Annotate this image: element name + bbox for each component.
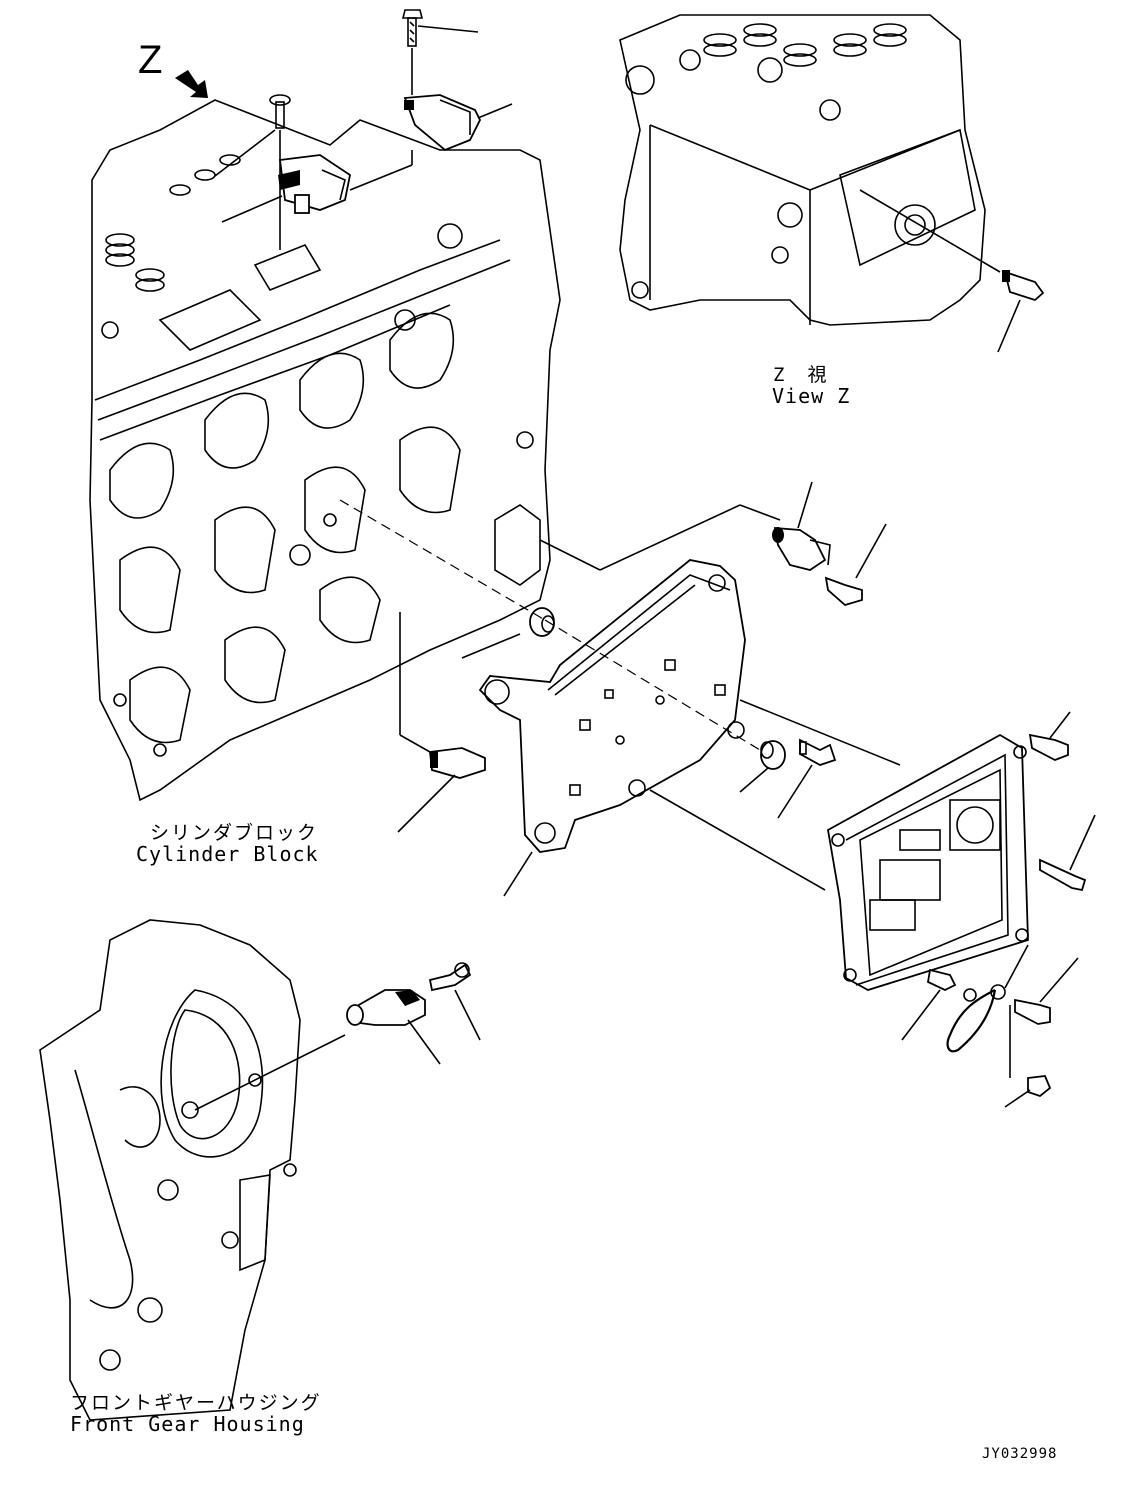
cam-sensor-bolt [824,576,863,607]
view-z-marker: Z [138,38,163,82]
front-gear-housing-label-jp: フロントギヤーハウジング [70,1392,322,1414]
cylinder-block [89,99,561,802]
view-z-label-jp: Z 視 [773,364,829,386]
ecm-ground-stud [927,968,977,1002]
drawing-code: JY032998 [982,1446,1058,1462]
mount-grommet-2 [760,740,786,770]
front-gear-housing [39,919,301,1421]
ecm-nut [1027,1075,1052,1098]
crank-speed-sensor [346,989,426,1026]
ground-strap [946,984,1006,1053]
view-z-arrow [175,70,208,98]
cylinder-block-label-jp: シリンダブロック [150,822,319,844]
ecm-bolt-3 [1014,998,1051,1025]
crank-sensor-bolt [428,962,472,992]
ecm-controller [827,733,1029,991]
mount-grommet-1 [529,607,555,637]
oil-pressure-sensor [429,747,486,779]
top-bolt-2 [269,94,291,129]
ecm-bracket [478,559,746,853]
ecm-bolt-2 [1039,858,1087,892]
pressure-sensor-head [403,94,482,152]
view-z-head [619,14,986,326]
map-sensor [278,154,352,214]
coolant-temp-sensor [1002,270,1045,302]
cam-speed-sensor [772,527,831,571]
top-bolt-1 [401,9,424,47]
cylinder-block-label-en: Cylinder Block [136,842,319,866]
front-gear-housing-label-en: Front Gear Housing [70,1412,305,1436]
view-z-label-en: View Z [772,384,851,408]
bracket-bolt [799,738,837,766]
ecm-bolt-1 [1028,733,1069,761]
